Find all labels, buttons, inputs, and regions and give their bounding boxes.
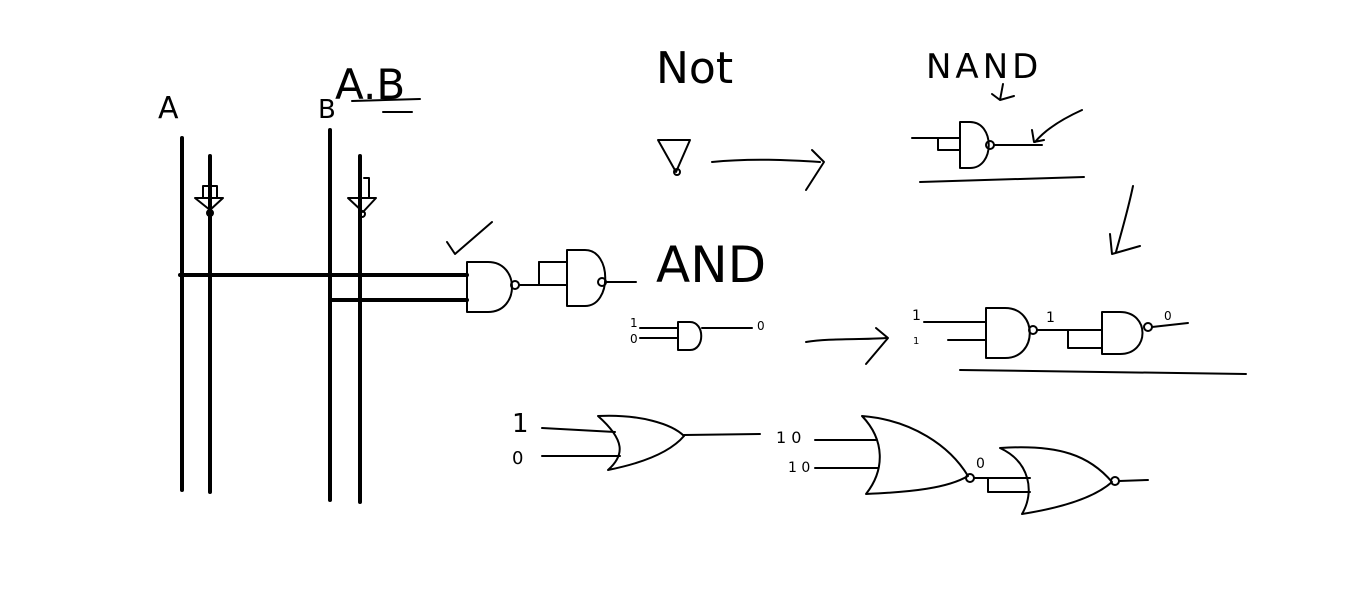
check-mark-icon [446, 221, 493, 255]
or-input-bottom-value: 0 [512, 448, 523, 469]
expression-block: A.B [335, 60, 421, 113]
or-nor-mid-value: 0 [976, 456, 985, 472]
input-b-label: B [318, 95, 336, 125]
and-heading: AND [656, 236, 766, 294]
or-nor-input-top-value: 1 0 [776, 428, 801, 447]
and-input-bottom-value: 0 [630, 332, 638, 346]
nand-input-top-value: 1 [912, 308, 921, 324]
not-gate-icon [657, 139, 691, 176]
or-nor-section: 1 0 1 0 0 [776, 415, 1149, 515]
input-a-label: A [158, 91, 179, 126]
nand-not-gate-icon [911, 121, 1043, 169]
nor-as-not-gate-icon [999, 446, 1149, 515]
inverter-b-icon [347, 177, 377, 218]
or-section: 1 0 [512, 409, 761, 471]
arrow-right-icon [711, 149, 825, 191]
nand-heading: NAND [926, 47, 1042, 87]
nand-mid-value: 1 [1046, 310, 1055, 326]
arrow-down-icon [991, 83, 1015, 101]
or-nor-input-bottom-value: 1 0 [788, 460, 810, 476]
not-section: Not [656, 43, 825, 191]
expression-label: A.B [335, 60, 405, 109]
input-bus: A B [158, 91, 637, 504]
nand-not-gate-icon [1101, 311, 1189, 355]
nand-input-bottom-value: 1 [913, 336, 919, 347]
and-input-top-value: 1 [630, 316, 638, 330]
nand-as-not-gate-icon [566, 249, 637, 307]
nand-and-section: 1 1 1 0 [912, 307, 1247, 375]
and-gate-icon [639, 321, 753, 351]
nand-gate-icon [923, 307, 1103, 359]
arrow-down-left-icon [1109, 185, 1141, 255]
or-gate-icon [541, 414, 761, 471]
arrow-right-icon [805, 327, 889, 365]
nor-gate-icon [814, 415, 1031, 495]
and-output-value: 0 [757, 319, 765, 333]
or-input-top-value: 1 [512, 409, 529, 439]
and-section: AND 1 0 0 [630, 236, 889, 365]
inverter-a-icon [194, 185, 224, 217]
expression-underline-icon [351, 98, 421, 102]
pointer-arrow-icon [1031, 109, 1083, 143]
nand-underline-icon [919, 176, 1085, 183]
nand-gate-icon [466, 261, 568, 313]
nand-and-underline-icon [959, 369, 1247, 375]
nand-output-value: 0 [1164, 309, 1172, 323]
not-heading: Not [656, 43, 733, 94]
nand-section: NAND [911, 47, 1141, 255]
